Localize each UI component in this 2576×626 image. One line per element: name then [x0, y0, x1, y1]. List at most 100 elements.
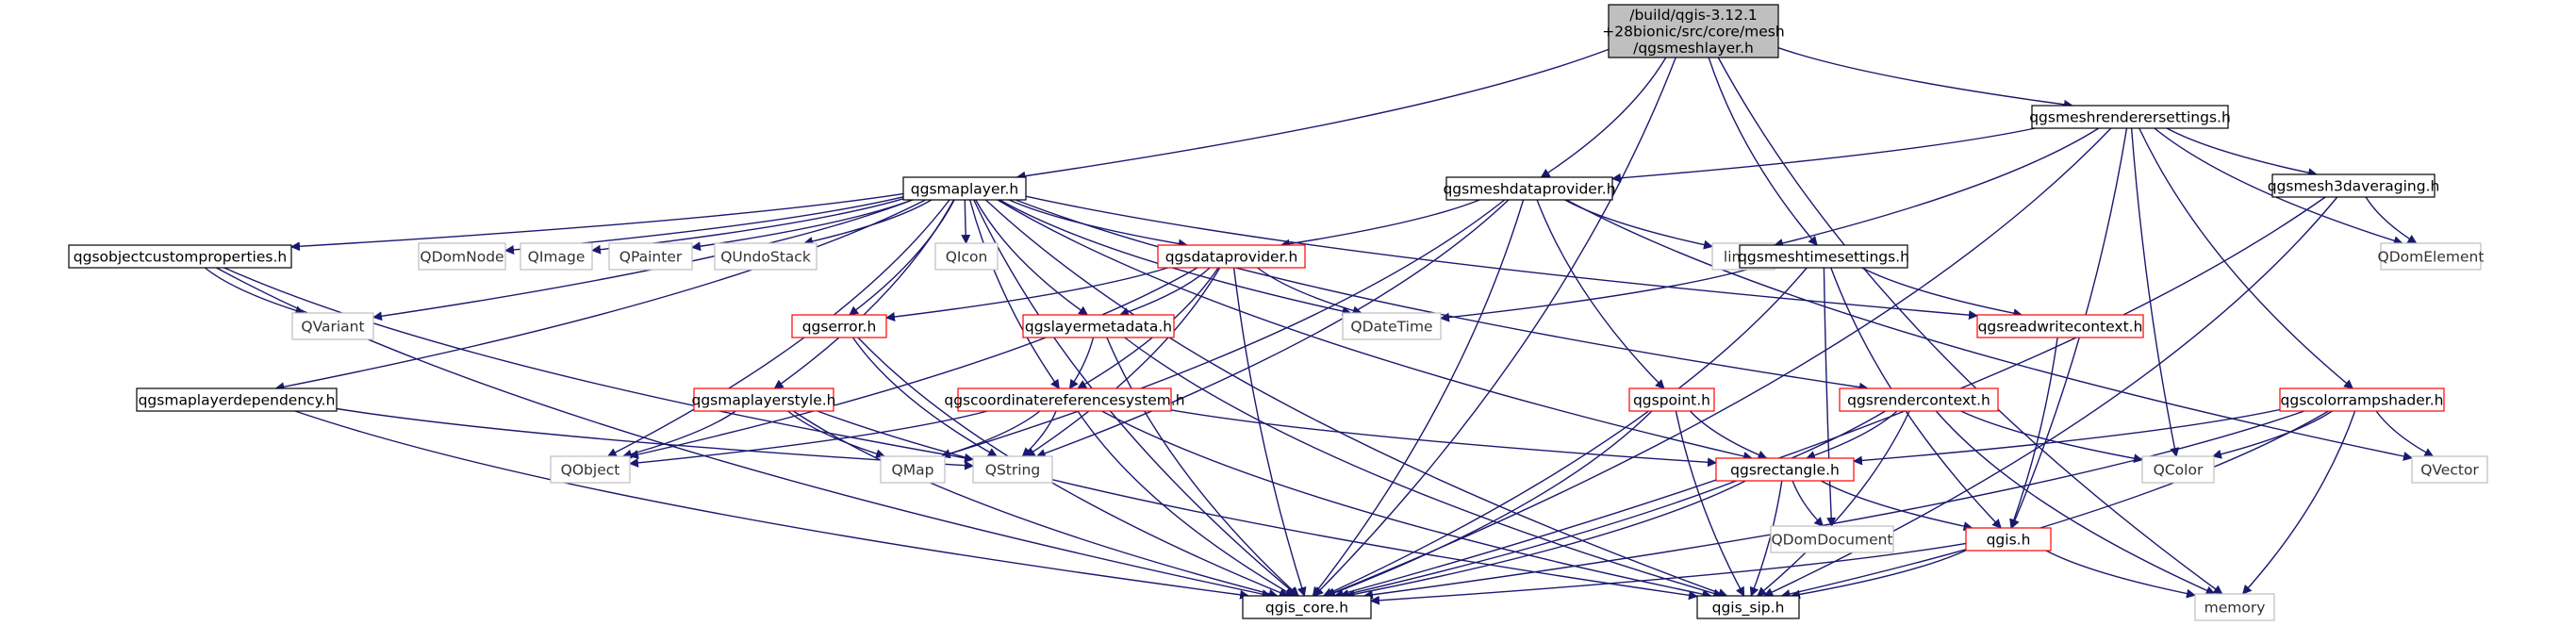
edge-qgsmaplayerstyle-to-qmap — [787, 410, 886, 459]
node-label-qstring: QString — [985, 462, 1040, 479]
node-qgsmaplayerstyle[interactable]: qgsmaplayerstyle.h — [692, 387, 836, 412]
node-qgsmeshdataprovider[interactable]: qgsmeshdataprovider.h — [1443, 176, 1616, 201]
node-qgsobjectcustomproperties[interactable]: qgsobjectcustomproperties.h — [68, 244, 292, 269]
node-qobject: QObject — [550, 455, 631, 484]
node-box-qobject — [550, 455, 631, 484]
node-box-qgis_sip — [1696, 595, 1800, 619]
edge-qgsmaplayer-to-qgsmaplayerdependency — [274, 199, 926, 392]
node-label-qgsrectangle: qgsrectangle.h — [1730, 462, 1840, 479]
edge-qgis-to-memory — [2045, 550, 2196, 599]
node-qgsrectangle[interactable]: qgsrectangle.h — [1715, 457, 1855, 482]
node-qcolor: QColor — [2141, 455, 2215, 484]
node-box-qundostack — [714, 242, 817, 271]
node-qgsmesh3daveraging[interactable]: qgsmesh3daveraging.h — [2268, 173, 2440, 198]
node-label-qgsmaplayerdependency: qgsmaplayerdependency.h — [139, 392, 336, 409]
node-box-qvariant — [291, 312, 374, 340]
node-box-qgsmaplayerstyle — [693, 387, 834, 412]
node-label-qgsobjectcustomproperties: qgsobjectcustomproperties.h — [74, 249, 287, 266]
node-qvariant: QVariant — [291, 312, 374, 340]
node-qdomelement: QDomElement — [2378, 242, 2484, 271]
node-qundostack: QUndoStack — [714, 242, 817, 271]
node-box-qdomelement — [2380, 242, 2482, 271]
node-box-qgslayermetadata — [1022, 314, 1175, 338]
node-qicon: QIcon — [934, 242, 999, 271]
edge-qgspoint-to-qgsrectangle — [1689, 410, 1768, 460]
edge-qgscoordinatereferencesystem-to-qstring — [1021, 410, 1057, 457]
edge-qgscoordinatereferencesystem-to-qgis_core — [1077, 410, 1295, 597]
edge-qgsmeshtimesettings-to-qgis_core — [1322, 267, 1808, 597]
edge-qgsmaplayer-to-qvariant — [372, 199, 914, 321]
edge-qgsmaplayer-to-qgsobjectcustomproperties — [290, 192, 904, 252]
edge-root-to-memory — [1717, 57, 2223, 595]
node-label-qobject: QObject — [561, 462, 620, 479]
edge-qgsmeshdataprovider-to-limits — [1564, 199, 1713, 250]
node-qgspoint[interactable]: qgspoint.h — [1628, 387, 1715, 412]
node-qgslayermetadata[interactable]: qgslayermetadata.h — [1022, 314, 1175, 338]
node-label-qgserror: qgserror.h — [802, 319, 877, 336]
node-label-qgis: qgis.h — [1987, 532, 2031, 549]
node-root[interactable]: /build/qgis-3.12.1+28bionic/src/core/mes… — [1602, 4, 1785, 58]
edge-qgsobjectcustomproperties-to-qstring — [223, 267, 974, 463]
node-box-qgserror — [791, 314, 887, 338]
node-qgscoordinatereferencesystem[interactable]: qgscoordinatereferencesystem.h — [944, 387, 1185, 412]
node-qgsmaplayerdependency[interactable]: qgsmaplayerdependency.h — [136, 387, 338, 412]
node-label-qgsdataprovider: qgsdataprovider.h — [1165, 249, 1298, 266]
edge-qgsmeshdataprovider-to-qgspoint — [1536, 199, 1665, 389]
node-label-qgsmaplayerstyle: qgsmaplayerstyle.h — [692, 392, 836, 409]
edge-qgsmeshrenderersettings-to-limits — [1774, 127, 2100, 248]
node-label-qgsmeshrenderersettings: qgsmeshrenderersettings.h — [2029, 109, 2231, 126]
edge-qgscolorrampshader-to-qvector — [2375, 410, 2435, 457]
node-box-qgsmaplayerdependency — [136, 387, 338, 412]
node-label-qgsreadwritecontext: qgsreadwritecontext.h — [1978, 319, 2143, 336]
node-qimage: QImage — [520, 242, 593, 271]
node-qmap: QMap — [880, 455, 946, 484]
node-label-qgspoint: qgspoint.h — [1633, 392, 1710, 409]
node-qgserror[interactable]: qgserror.h — [791, 314, 887, 338]
node-qgis_core[interactable]: qgis_core.h — [1242, 595, 1372, 619]
node-box-qgscolorrampshader — [2279, 387, 2445, 412]
node-qgis[interactable]: qgis.h — [1965, 527, 2052, 552]
node-box-qgsobjectcustomproperties — [68, 244, 292, 269]
node-qgis_sip[interactable]: qgis_sip.h — [1696, 595, 1800, 619]
edge-qgsdataprovider-to-qobject — [629, 267, 1198, 459]
node-qgsrendercontext[interactable]: qgsrendercontext.h — [1839, 387, 1999, 412]
edge-qgsmaplayer-to-qgsrendercontext — [1015, 199, 1869, 392]
edge-qgscoordinatereferencesystem-to-qobject — [629, 410, 988, 468]
node-box-qgis_core — [1242, 595, 1372, 619]
node-qgsmaplayer[interactable]: qgsmaplayer.h — [902, 176, 1027, 201]
edge-qgsmeshdataprovider-to-qgis_core — [1312, 199, 1525, 597]
edge-qgsmaplayer-to-qgslayermetadata — [975, 199, 1089, 316]
edge-root-to-qgsmeshrenderersettings — [1777, 47, 2073, 109]
node-qgsdataprovider[interactable]: qgsdataprovider.h — [1157, 244, 1306, 269]
edge-root-to-qgsmaplayer — [1016, 48, 1610, 181]
node-qgsmeshrenderersettings[interactable]: qgsmeshrenderersettings.h — [2029, 105, 2231, 129]
edge-qgscoordinatereferencesystem-to-qmap — [940, 410, 1041, 459]
edge-qgslayermetadata-to-qgis_core — [1106, 337, 1299, 597]
edge-qgsmaplayerstyle-to-qgis_sip — [817, 410, 1698, 601]
node-qgsmeshtimesettings[interactable]: qgsmeshtimesettings.h — [1738, 244, 1909, 269]
node-qdomnode: QDomNode — [418, 242, 506, 271]
node-qdatetime: QDateTime — [1342, 312, 1442, 340]
node-label-qundostack: QUndoStack — [720, 249, 811, 266]
node-qvector: QVector — [2411, 455, 2488, 484]
edge-root-to-qgsmeshdataprovider — [1540, 57, 1667, 178]
edge-qgsrendercontext-to-memory — [1935, 410, 2216, 595]
edge-qgsrendercontext-to-qgis_sip — [1757, 410, 1910, 597]
edge-root-to-qgsmeshtimesettings — [1708, 57, 1818, 246]
node-label-qgsmeshdataprovider: qgsmeshdataprovider.h — [1443, 181, 1615, 198]
node-label-qvector: QVector — [2420, 462, 2479, 479]
edge-qgsmaplayer-to-qgscoordinatereferencesystem — [969, 199, 1060, 389]
edge-qgspoint-to-qgis_core — [1326, 410, 1653, 598]
node-qgscolorrampshader[interactable]: qgscolorrampshader.h — [2279, 387, 2445, 412]
edge-qgsmaplayer-to-qdatetime — [999, 199, 1352, 316]
edge-qgsrectangle-to-qgis — [1821, 480, 1973, 532]
node-box-qgsmaplayer — [902, 176, 1027, 201]
node-qgsreadwritecontext[interactable]: qgsreadwritecontext.h — [1976, 314, 2144, 338]
node-label-qgsmesh3daveraging: qgsmesh3daveraging.h — [2268, 178, 2440, 195]
edge-qgsmeshrenderersettings-to-qgis_core — [1325, 127, 2112, 598]
node-box-qgspoint — [1628, 387, 1715, 412]
node-box-qgis — [1965, 527, 2052, 552]
node-box-qdatetime — [1342, 312, 1442, 340]
edge-qgsmaplayerdependency-to-qgis_core — [294, 410, 1250, 600]
node-box-memory — [2194, 593, 2275, 621]
